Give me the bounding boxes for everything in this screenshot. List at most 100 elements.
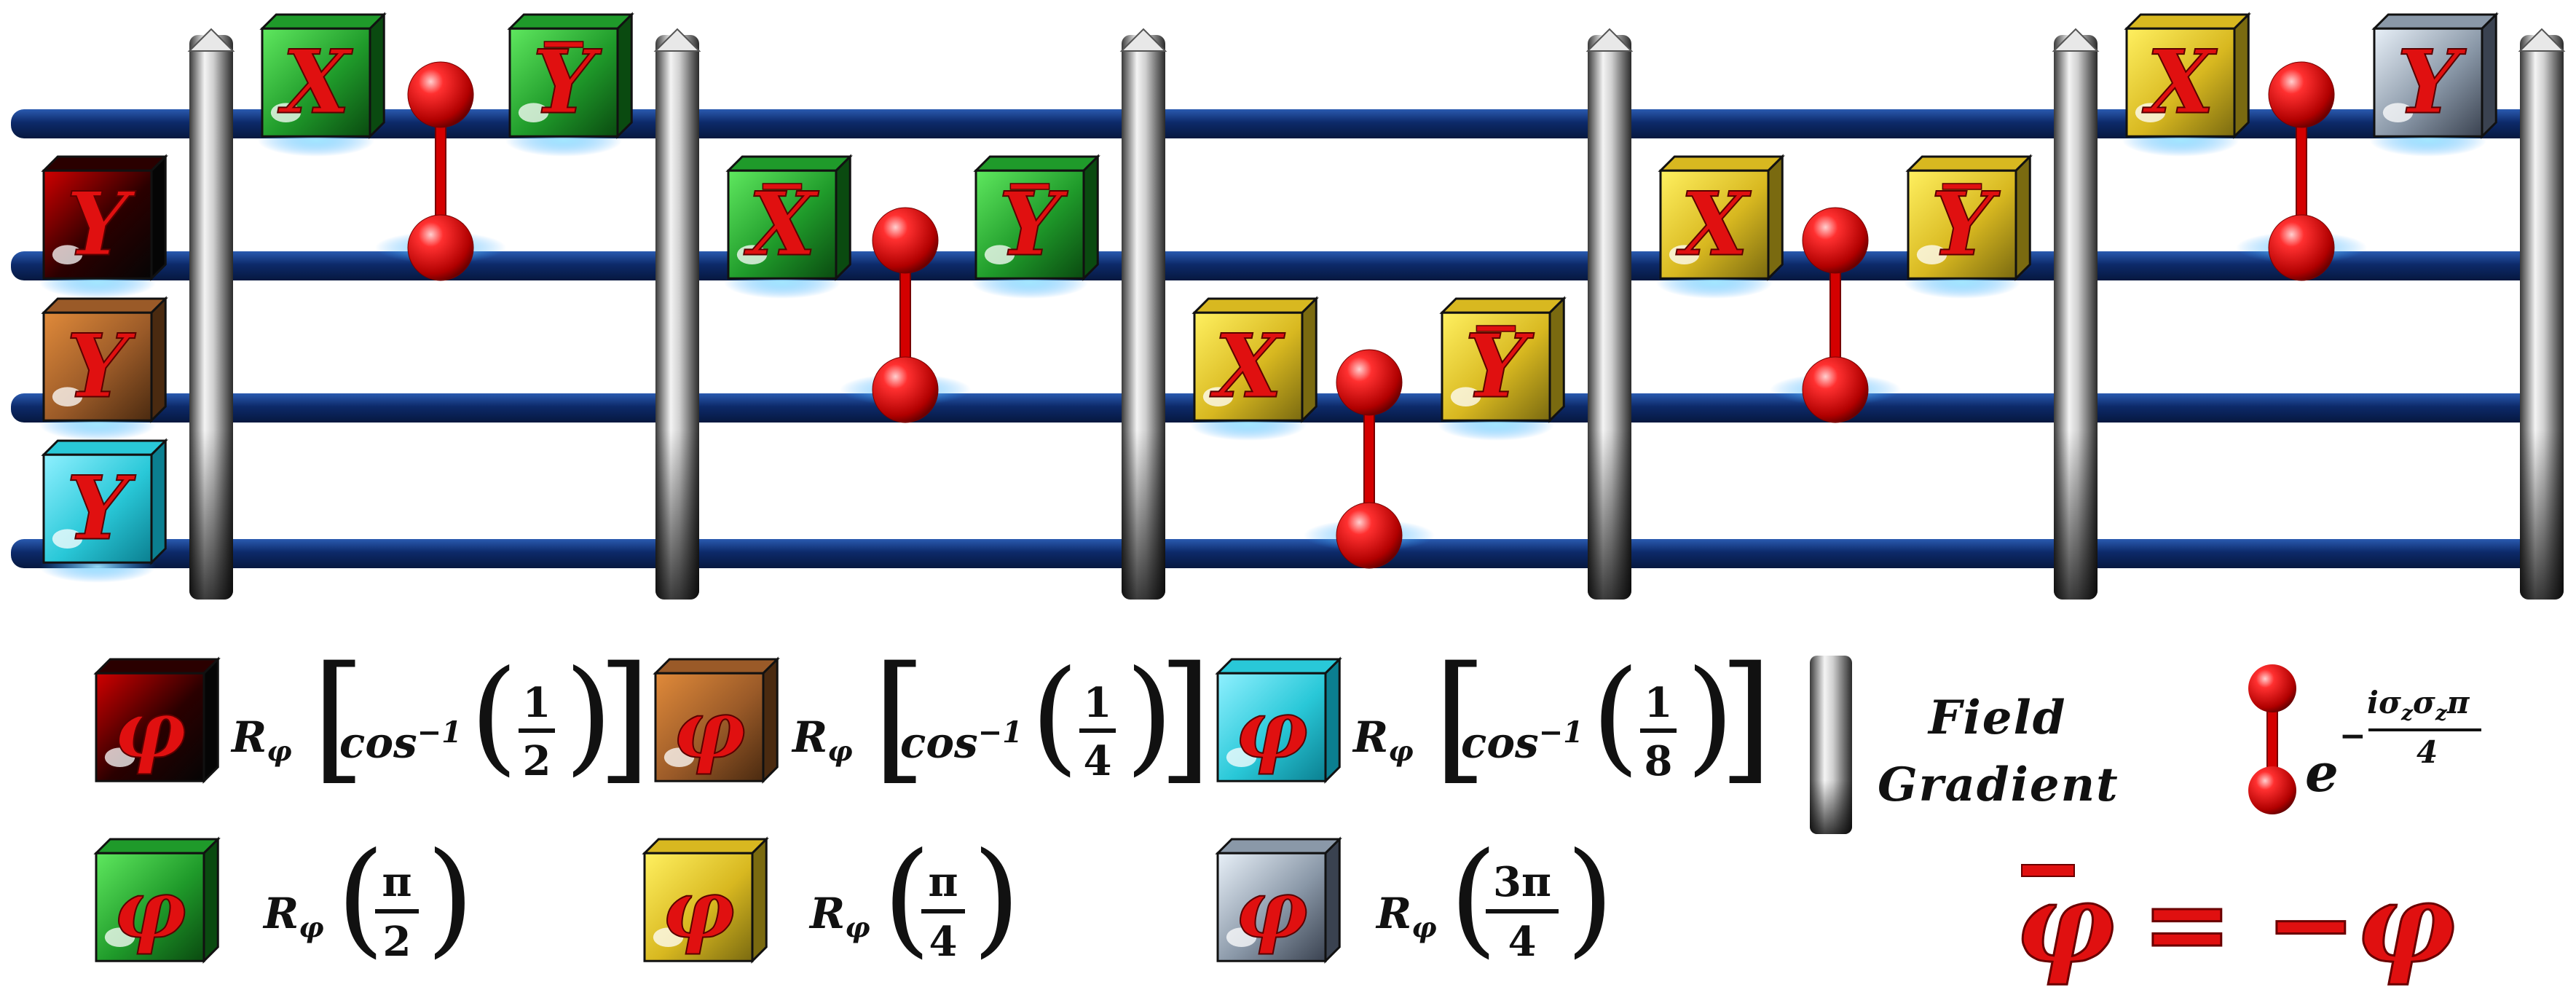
gate-cube-green: φ [93, 836, 221, 964]
num-sub1: z [2400, 701, 2413, 726]
gate-cube-yellow: Y [1439, 296, 1567, 423]
gate-cube-yellow: Y [1905, 154, 2033, 281]
r-subscript: φ [827, 734, 853, 768]
gate-overbar [1942, 183, 1982, 190]
identity-lhs-symbol: φ [2015, 859, 2116, 989]
gate-cube-green: X [259, 12, 387, 139]
gate-cube-orange: φ [653, 656, 780, 784]
gate-cube-gray: Y [2371, 12, 2499, 139]
r-subscript: φ [267, 734, 292, 768]
fraction-numerator: π [928, 858, 958, 906]
interaction-denominator: 4 [2417, 734, 2438, 770]
fraction-denominator: 4 [929, 918, 958, 966]
fraction-bar [1486, 909, 1559, 913]
ising-coupling [1336, 349, 1403, 569]
legend-orange-R: Rφ [792, 712, 853, 768]
field-gradient-bar [1586, 28, 1634, 600]
func-name: cos [1461, 718, 1539, 768]
paren-right: ) [564, 644, 613, 788]
interaction-fraction-bar [2368, 728, 2481, 731]
ising-coupling [872, 207, 939, 423]
fraction-denominator: 4 [1508, 918, 1537, 966]
gate-overbar [1476, 325, 1516, 332]
r-subscript: φ [299, 911, 324, 944]
fraction-bar [1079, 728, 1116, 733]
bracket-right: ] [597, 637, 652, 798]
fraction-numerator: 3π [1493, 858, 1551, 906]
gate-letter: X [1675, 173, 1751, 276]
fraction-denominator: 4 [1083, 737, 1112, 785]
gate-cube-green: X [725, 154, 853, 281]
field-gradient-bar [187, 28, 235, 600]
gate-letter: φ [114, 862, 186, 956]
legend-black-R: Rφ [232, 712, 292, 768]
r-letter: R [232, 712, 267, 762]
bracket-right: ] [1158, 637, 1213, 798]
r-letter: R [1376, 889, 1412, 938]
paren-right: ) [1125, 644, 1174, 788]
gate-cube-green: Y [507, 12, 634, 139]
gate-letter: X [1209, 315, 1285, 418]
gate-cube-yellow: φ [642, 836, 769, 964]
gate-letter: φ [1235, 683, 1308, 777]
num-sigma2: σ [2412, 685, 2435, 720]
paren-right: ) [426, 826, 475, 970]
legend-field-gradient-bar [1810, 656, 1852, 834]
gate-letter: Y [66, 173, 136, 276]
func-exponent: −1 [1538, 715, 1584, 750]
fraction-denominator: 2 [382, 918, 411, 966]
field-gradient-bar [653, 28, 701, 600]
r-letter: R [1353, 712, 1389, 762]
identity-overbar [2021, 864, 2075, 877]
fraction-numerator: 1 [1083, 679, 1112, 727]
ising-coupling [1802, 207, 1869, 423]
qubit-wire [11, 539, 2553, 568]
identity-equals: = [2140, 859, 2234, 989]
ising-coupling [2268, 61, 2335, 281]
interaction-exp-sign: − [2339, 718, 2366, 755]
paren-left: ( [1031, 644, 1079, 788]
legend-cyan-R: Rφ [1353, 712, 1414, 768]
gate-letter: φ [662, 862, 735, 956]
gate-letter: Y [66, 457, 136, 560]
legend-black-func: cos−1 [339, 715, 462, 767]
interaction-numerator: iσzσzπ [2367, 685, 2469, 725]
field-gradient-bar [1119, 28, 1167, 600]
func-name: cos [339, 718, 417, 768]
gate-overbar [762, 183, 803, 190]
paren-right: ) [972, 826, 1021, 970]
fraction-denominator: 2 [522, 737, 551, 785]
gate-cube-black: φ [93, 656, 221, 784]
func-exponent: −1 [977, 715, 1023, 750]
paren-left: ( [883, 826, 931, 970]
gate-cube-cyan: φ [1215, 656, 1342, 784]
fraction-numerator: 1 [1644, 679, 1673, 727]
fraction-numerator: 1 [522, 679, 551, 727]
gate-cube-yellow: X [1658, 154, 1785, 281]
interaction-base: e [2305, 742, 2339, 803]
gate-letter: Y [66, 315, 136, 418]
r-subscript: φ [1388, 734, 1414, 768]
r-letter: R [810, 889, 846, 938]
qubit-wire [11, 109, 2553, 138]
gate-cube-black: Y [41, 154, 168, 281]
legend-yellow-R: Rφ [810, 889, 870, 944]
field-gradient-bar [2518, 28, 2566, 600]
gate-cube-green: Y [973, 154, 1100, 281]
bracket-left: [ [1433, 637, 1488, 798]
fraction-bar [921, 909, 965, 913]
func-exponent: −1 [417, 715, 462, 750]
num-pi: π [2446, 685, 2470, 720]
paren-left: ( [1591, 644, 1640, 788]
paren-right: ) [1686, 644, 1735, 788]
gate-letter: Y [1465, 315, 1535, 418]
gate-cube-gray: φ [1215, 836, 1342, 964]
paren-left: ( [1449, 826, 1498, 970]
paren-right: ) [1566, 826, 1615, 970]
r-subscript: φ [1411, 911, 1437, 944]
r-letter: R [264, 889, 299, 938]
fraction-bar [1640, 728, 1677, 733]
field-gradient-label-line2: Gradient [1878, 758, 2119, 812]
fraction-denominator: 8 [1644, 737, 1673, 785]
